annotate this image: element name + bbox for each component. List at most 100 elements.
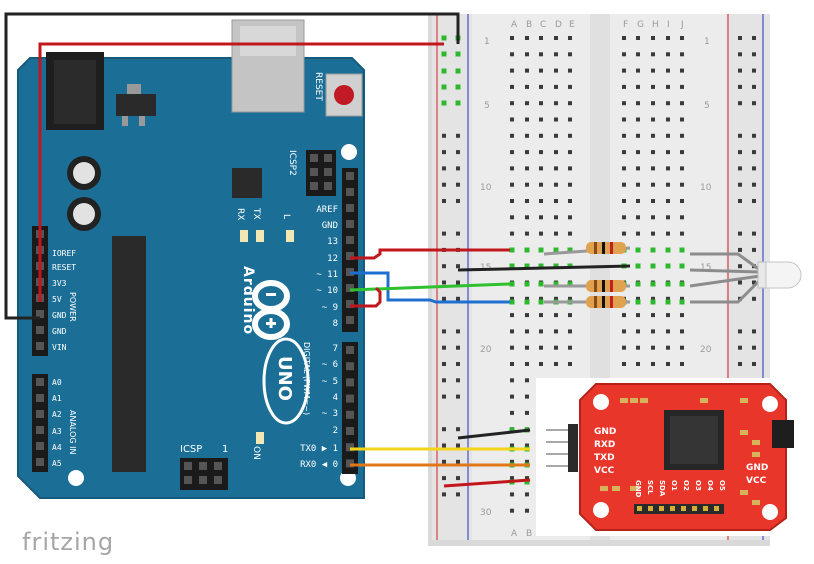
breadboard-hole (525, 508, 529, 513)
column-label: B (526, 20, 532, 30)
breadboard-hole (680, 52, 684, 57)
breadboard-hole (539, 52, 543, 57)
rail-hole (442, 280, 446, 285)
module-bottom-pin: GND (634, 480, 642, 498)
rail-hole (456, 362, 460, 366)
tx-label: TX (251, 207, 261, 220)
pin-label-10: ~ 10 (316, 286, 338, 296)
breadboard-hole (622, 313, 626, 318)
brand-label: Arduino (240, 266, 256, 335)
icsp-pin (199, 462, 207, 470)
connected-hole (455, 84, 461, 90)
connected-hole (567, 247, 573, 253)
connected-hole (538, 263, 544, 269)
rail-hole (442, 231, 446, 236)
breadboard-hole (666, 166, 670, 171)
pin-label-9: ~ 9 (322, 303, 338, 313)
breadboard-hole (568, 150, 572, 155)
pin-label-a0: A0 (52, 378, 62, 387)
pin-label-3: ~ 3 (322, 409, 338, 419)
header-pin (346, 443, 354, 452)
smd-component (600, 486, 608, 491)
module-left-header (568, 424, 578, 472)
connected-hole (441, 35, 447, 41)
rail-hole (442, 362, 446, 366)
power-label: POWER (68, 292, 77, 322)
header-pin (346, 204, 354, 212)
pin-label-vin: VIN (52, 343, 67, 352)
breadboard-hole (666, 117, 670, 122)
header-pin (346, 252, 354, 260)
breadboard-hole (622, 101, 626, 106)
breadboard-hole (636, 345, 640, 350)
row-label: 5 (704, 101, 710, 111)
breadboard-hole (539, 166, 543, 171)
breadboard-hole (539, 313, 543, 318)
module-pin (648, 506, 653, 511)
breadboard-hole (510, 199, 514, 203)
rgb-led (757, 261, 802, 289)
breadboard-hole (651, 52, 655, 57)
breadboard-hole (651, 296, 655, 301)
rail-hole (456, 264, 460, 269)
breadboard-hole (651, 133, 655, 138)
rail-hole (442, 427, 446, 432)
header-pin (346, 300, 354, 308)
pin-label-gnd: GND (322, 221, 338, 231)
analog-label: ANALOG IN (68, 410, 77, 455)
breadboard-hole (568, 313, 572, 318)
breadboard-hole (568, 68, 572, 73)
pin-label-3v3: 3V3 (52, 279, 67, 288)
breadboard-hole (525, 68, 529, 73)
connected-hole (509, 281, 515, 287)
breadboard-hole (622, 362, 626, 366)
breadboard-hole (622, 133, 626, 138)
header-pin (36, 458, 44, 466)
connected-hole (553, 281, 559, 287)
breadboard-hole (510, 492, 514, 497)
rx-label: RX (235, 208, 245, 220)
connected-hole (635, 247, 641, 253)
rgb-led-leads (689, 252, 762, 304)
resistor (543, 242, 631, 256)
connected-hole (455, 68, 461, 74)
rail-hole (442, 199, 446, 203)
rx-led (240, 230, 248, 242)
pin-label-tx1: TX0 ▶ 1 (300, 444, 338, 454)
breadboard-hole (666, 101, 670, 106)
breadboard-hole (622, 150, 626, 155)
column-label: J (680, 20, 684, 30)
breadboard-hole (525, 459, 529, 464)
module-pin (703, 506, 708, 511)
breadboard-hole (568, 199, 572, 203)
breadboard-hole (510, 117, 514, 122)
rail-hole (738, 199, 742, 203)
breadboard-hole (680, 150, 684, 155)
breadboard-hole (554, 231, 558, 236)
breadboard-hole (636, 182, 640, 187)
resistor (544, 296, 630, 308)
breadboard-hole (666, 313, 670, 318)
rail-hole (442, 492, 446, 497)
breadboard-hole (539, 231, 543, 236)
l-label: L (281, 214, 291, 219)
breadboard-hole (680, 199, 684, 203)
rail-hole (752, 52, 756, 57)
breadboard-hole (568, 133, 572, 138)
module-pin (714, 506, 719, 511)
rail-hole (456, 199, 460, 203)
icsp-pin (184, 476, 192, 484)
rail-hole (456, 492, 460, 497)
breadboard-hole (651, 329, 655, 334)
connected-hole (665, 263, 671, 269)
breadboard-hole (651, 345, 655, 350)
pin-label-gnd1: GND (52, 311, 67, 320)
breadboard-hole (680, 215, 684, 220)
breadboard-hole (510, 166, 514, 171)
header-pin (346, 172, 354, 180)
breadboard-hole (651, 150, 655, 155)
breadboard-hole (622, 231, 626, 236)
breadboard-hole (539, 133, 543, 138)
column-label: G (637, 20, 644, 30)
breadboard-hole (568, 231, 572, 236)
